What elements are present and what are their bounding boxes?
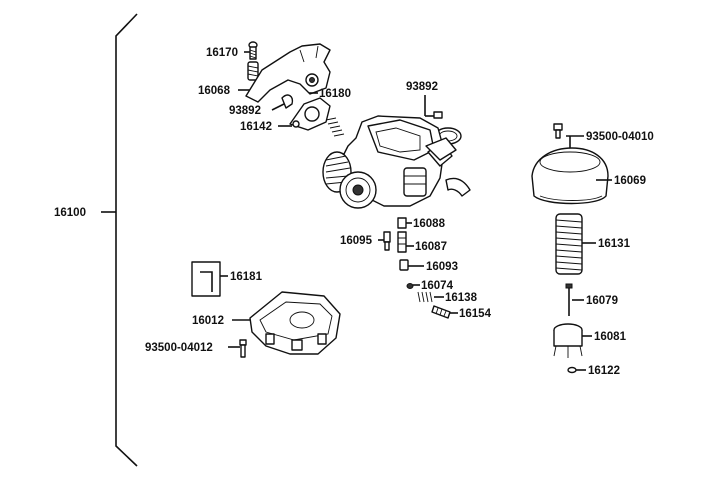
label-93892-b: 93892: [406, 81, 438, 93]
part-16012-float-bowl: [249, 291, 341, 355]
label-16079: 16079: [586, 295, 618, 307]
label-16069: 16069: [614, 175, 646, 187]
label-16181: 16181: [230, 271, 263, 283]
label-16012: 16012: [192, 315, 224, 327]
label-16087: 16087: [415, 241, 447, 253]
label-16180: 16180: [319, 88, 351, 100]
part-16087-jet: [397, 231, 407, 253]
part-16088-jet: [397, 217, 407, 229]
part-16068-bracket: [245, 43, 331, 103]
part-16095-jet: [383, 231, 391, 251]
part-16093-jet: [399, 259, 409, 271]
part-16081-slide: [553, 323, 583, 358]
label-16122: 16122: [588, 365, 620, 377]
part-16079-needle: [565, 283, 573, 316]
part-16069-cap: [531, 147, 609, 205]
label-16095: 16095: [340, 235, 373, 247]
part-16074-oring: [406, 283, 414, 289]
part-16131-spring: [555, 213, 583, 275]
part-16180-spring: [325, 117, 345, 137]
label-16074: 16074: [421, 280, 454, 292]
part-93892-clip-a: [281, 94, 294, 109]
label-16142: 16142: [240, 121, 272, 133]
part-93892-screw-b: [424, 95, 462, 145]
part-16142-plate: [289, 97, 331, 131]
label-93500-04012: 93500-04012: [145, 342, 213, 354]
label-16154: 16154: [459, 308, 492, 320]
label-16170: 16170: [206, 47, 238, 59]
part-16181-float-pin: [191, 261, 221, 297]
part-16138-spring: [417, 291, 433, 303]
part-16122-clip: [567, 366, 577, 374]
part-16170-screw: [247, 41, 259, 81]
assembly-bracket: [101, 13, 138, 467]
part-carburetor-body: [322, 115, 471, 209]
label-16138: 16138: [445, 292, 478, 304]
part-93500-04012-screw: [239, 339, 247, 358]
label-16068: 16068: [198, 85, 231, 97]
label-16081: 16081: [594, 331, 627, 343]
label-16088: 16088: [413, 218, 446, 230]
label-93892-a: 93892: [229, 105, 261, 117]
label-16093: 16093: [426, 261, 458, 273]
label-93500-04010: 93500-04010: [586, 131, 654, 143]
label-16100: 16100: [54, 207, 86, 219]
label-16131: 16131: [598, 238, 631, 250]
part-16154-screw: [431, 305, 451, 319]
